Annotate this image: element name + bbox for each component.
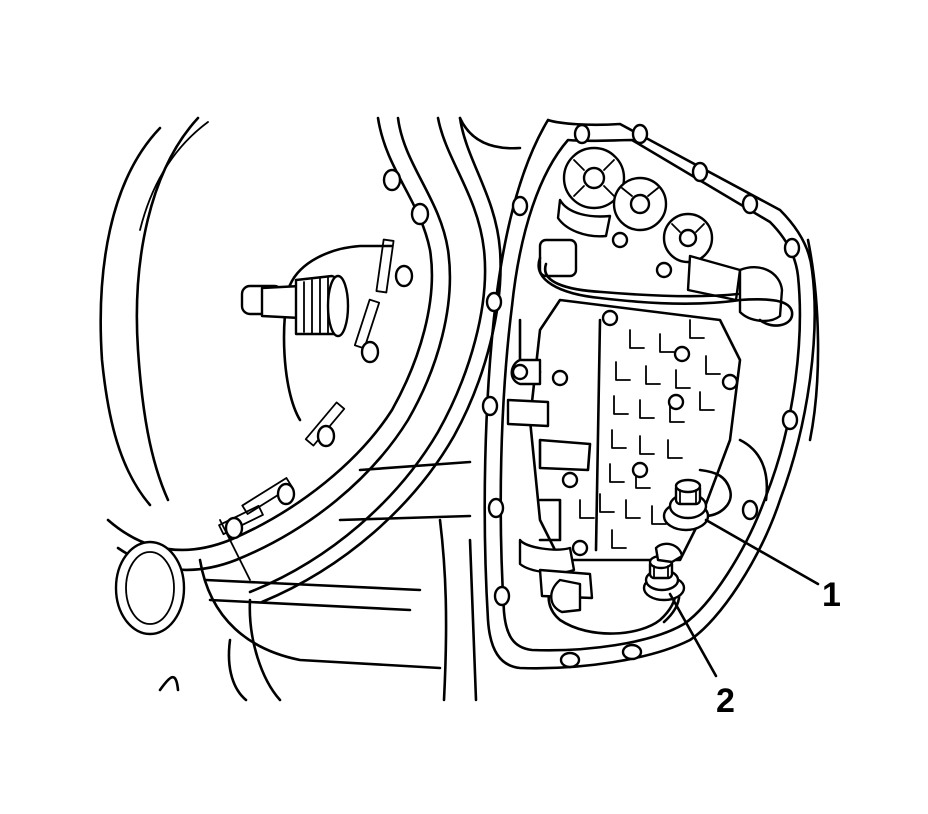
fitting-2-bolt (642, 542, 686, 602)
callout-label-1: 1 (822, 576, 841, 614)
pan-gasket-surface (481, 118, 816, 670)
callout-label-2: 2 (716, 682, 735, 720)
input-shaft (240, 274, 350, 338)
leader-lines (668, 518, 820, 678)
leader-line-1 (704, 518, 820, 586)
valve-body (506, 231, 742, 614)
lower-housing (114, 460, 478, 702)
case-flange (106, 116, 502, 604)
solenoid-assemblies (538, 146, 784, 323)
fitting-1-bolt (662, 478, 710, 532)
leader-line-2 (668, 592, 718, 678)
case-side (458, 116, 820, 502)
